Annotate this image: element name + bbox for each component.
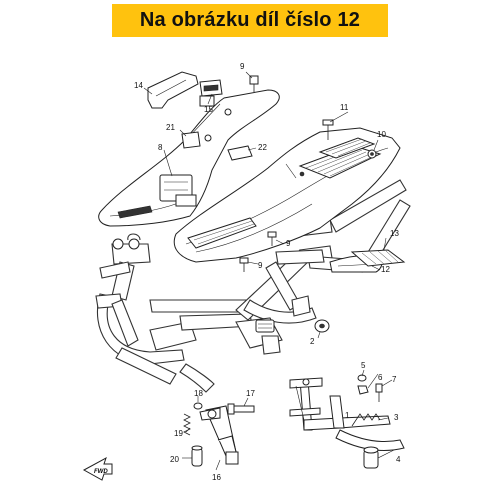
washer-part-18 — [193, 402, 203, 410]
spring-part-3 — [351, 413, 381, 427]
pad-part-22 — [227, 145, 253, 161]
callout-4: 4 — [396, 455, 401, 464]
banner-title: Na obrázku díl číslo 12 — [139, 9, 361, 31]
bolt-part-11 — [322, 119, 334, 140]
screw-part-9-top — [249, 75, 259, 92]
main-stand-part-1 — [289, 377, 405, 451]
callout-8: 8 — [158, 143, 163, 152]
callout-21: 21 — [166, 123, 175, 132]
callout-16: 16 — [212, 473, 221, 482]
callout-3: 3 — [394, 413, 399, 422]
spring-part-19 — [183, 413, 191, 436]
callout-17: 17 — [246, 389, 255, 398]
callout-15: 15 — [204, 105, 213, 114]
fwd-label: FWD — [94, 469, 108, 475]
callout-13: 13 — [390, 229, 399, 238]
callout-20: 20 — [170, 455, 179, 464]
side-stand-part-16 — [199, 405, 239, 465]
callout-9-mid: 9 — [286, 239, 291, 248]
callout-9-top: 9 — [240, 62, 245, 71]
callout-18: 18 — [194, 389, 203, 398]
floorboard-panel — [173, 127, 401, 263]
callout-11: 11 — [340, 103, 349, 112]
callout-9-low: 9 — [258, 261, 263, 270]
grip-pad-part-13 — [350, 249, 406, 267]
callout-14: 14 — [134, 81, 143, 90]
screw-part-9-low — [239, 257, 249, 272]
callout-22: 22 — [258, 143, 267, 152]
leader-lines — [143, 71, 395, 471]
fwd-arrow-icon: FWD — [82, 456, 113, 481]
washer-part-5 — [357, 374, 367, 382]
callout-7: 7 — [392, 375, 397, 384]
screw-part-9-mid — [267, 231, 277, 246]
callout-6: 6 — [378, 373, 383, 382]
callout-labels: 1 2 3 4 5 6 7 8 9 9 9 10 11 12 13 14 15 … — [134, 62, 401, 482]
title-banner: Na obrázku díl číslo 12 — [112, 4, 388, 37]
callout-2: 2 — [310, 337, 315, 346]
pad-part-21 — [181, 131, 201, 149]
cover-part-20 — [191, 445, 203, 467]
bushing-part-2 — [314, 319, 330, 333]
callout-10: 10 — [377, 130, 386, 139]
bolt-part-17 — [227, 403, 255, 415]
callout-19: 19 — [174, 429, 183, 438]
clip-part-15 — [199, 79, 223, 97]
callout-12: 12 — [381, 265, 390, 274]
clip-part-10 — [367, 149, 377, 159]
callout-1-main: 1 — [345, 411, 350, 420]
stopper-part-4 — [363, 446, 379, 469]
callout-5: 5 — [361, 361, 366, 370]
bolt-part-7 — [375, 383, 383, 402]
hook-part-14 — [147, 71, 199, 109]
nut-part-6 — [357, 385, 369, 395]
